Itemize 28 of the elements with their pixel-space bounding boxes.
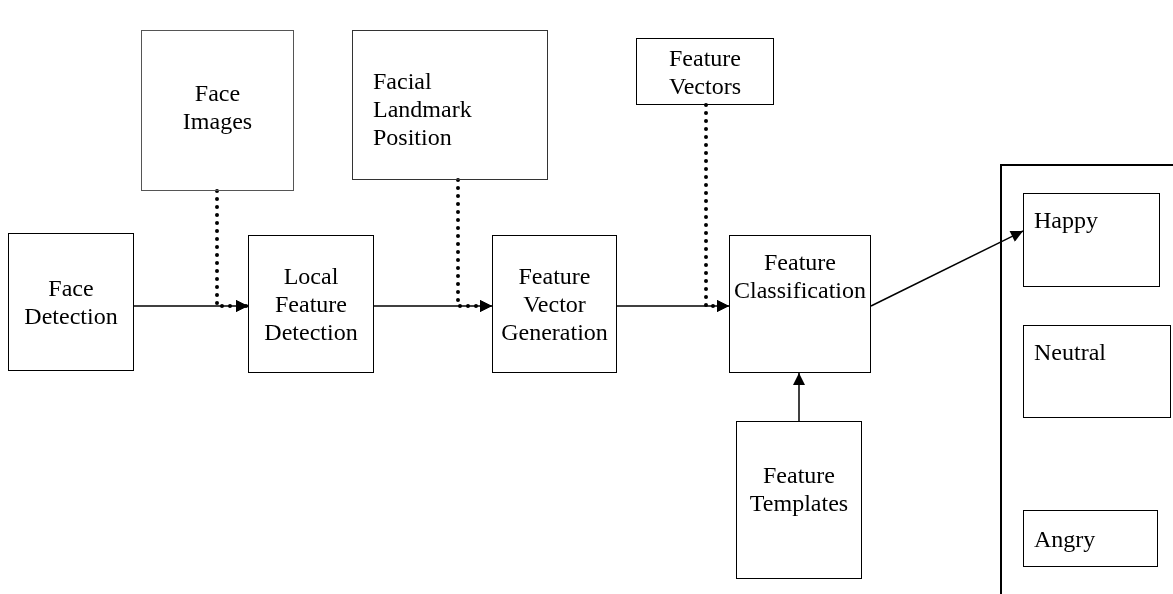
process-box [1023, 193, 1160, 287]
process-box [1023, 325, 1171, 418]
process-box [492, 235, 617, 373]
panel [1000, 164, 1173, 594]
node-label: Angry [1034, 524, 1096, 553]
dotted-connector [704, 103, 731, 312]
process-box [1023, 510, 1158, 567]
node-label: Local Feature Detection [263, 262, 359, 346]
process-box [729, 235, 871, 373]
arrow [870, 230, 1024, 307]
process-box [352, 30, 548, 180]
node-label: Feature Vector Generation [500, 262, 609, 346]
node-label: Feature Classification [733, 248, 867, 304]
process-box [248, 235, 374, 373]
node-label: Neutral [1034, 338, 1106, 366]
node-label: Feature Templates [748, 461, 850, 517]
process-box [636, 38, 774, 105]
node-label: Facial Landmark Position [373, 67, 473, 151]
node-label: Happy [1034, 206, 1098, 234]
node-label: Face Images [181, 79, 254, 135]
process-box [141, 30, 294, 191]
process-box [736, 421, 862, 579]
process-box [8, 233, 134, 371]
arrow [793, 372, 805, 422]
node-label: Feature Vectors [668, 43, 742, 100]
dotted-connector [215, 189, 250, 312]
node-label: Face Detection [23, 274, 119, 330]
dotted-connector [456, 178, 494, 312]
